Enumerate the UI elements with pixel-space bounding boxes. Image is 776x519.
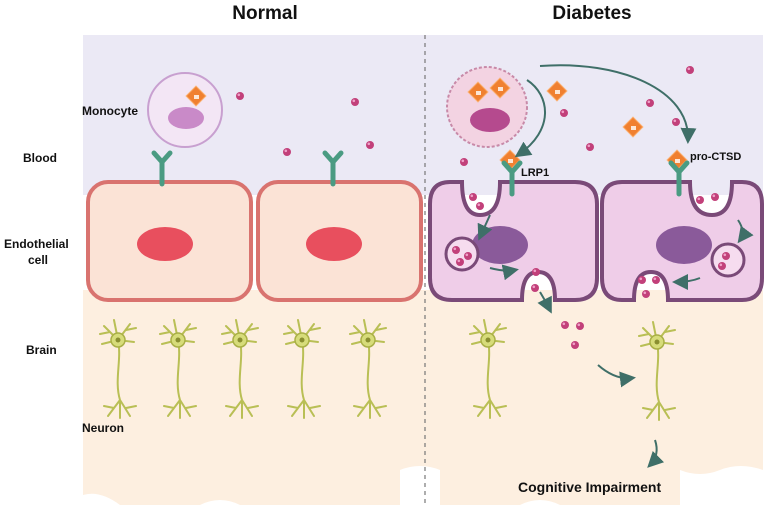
label-neuron: Neuron: [82, 421, 124, 435]
arrow-icon: [647, 439, 665, 468]
arrow-icon: [672, 273, 701, 290]
monocyte-nucleus: [168, 107, 204, 129]
monocyte-nucleus: [470, 108, 510, 132]
particle-icon: [236, 92, 244, 100]
vesicle: [710, 242, 746, 278]
label-brain: Brain: [26, 343, 57, 357]
particle-icon: [366, 141, 374, 149]
label-pro-ctsd: pro-CTSD: [690, 151, 741, 163]
arrow-icon: [477, 214, 493, 241]
arrow-icon: [737, 219, 754, 244]
vesicle: [444, 236, 480, 272]
arrow-icon: [539, 64, 697, 144]
label-endothelial: Endothelial: [4, 237, 69, 251]
label-monocyte: Monocyte: [82, 104, 138, 118]
nucleus-normal: [306, 227, 362, 261]
title-diabetes: Diabetes: [552, 3, 631, 24]
nucleus-diabetes: [656, 226, 712, 264]
arrow-icon: [514, 79, 546, 158]
label-lrp1: LRP1: [521, 167, 549, 179]
particle-icon: [351, 98, 359, 106]
arrow-icon: [537, 291, 552, 314]
title-normal: Normal: [232, 3, 297, 24]
particle-icon: [283, 148, 291, 156]
arrow-icon: [597, 364, 636, 388]
monocyte-diabetes: [446, 66, 528, 148]
brain-region: [83, 290, 763, 505]
arrow-icon: [489, 264, 519, 281]
label-cognitive-impairment: Cognitive Impairment: [518, 479, 661, 495]
nucleus-diabetes: [472, 226, 528, 264]
label-blood: Blood: [23, 151, 57, 165]
label-cell: cell: [28, 253, 48, 267]
nucleus-normal: [137, 227, 193, 261]
